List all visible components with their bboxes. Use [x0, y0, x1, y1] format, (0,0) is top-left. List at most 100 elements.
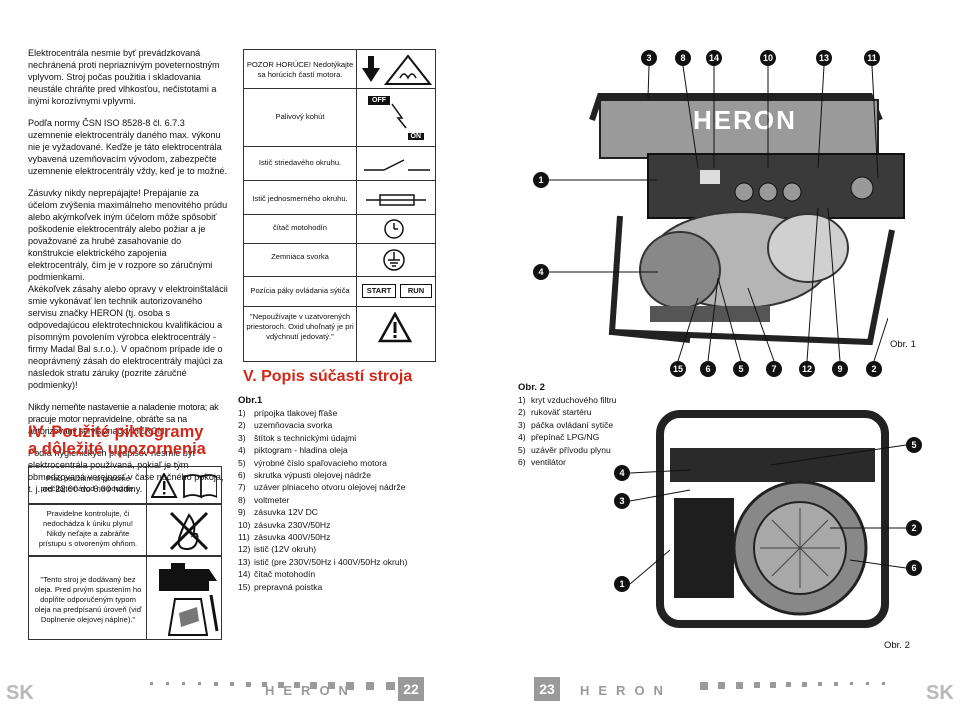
list-item: 12)istič (12V okruh) — [238, 543, 407, 555]
list-item-text: istič (pre 230V/50Hz i 400V/50Hz okruh) — [254, 556, 408, 567]
list-item: 3)páčka ovládaní sytiče — [518, 419, 617, 431]
list-item-number: 7) — [238, 482, 246, 493]
obr1-heading: Obr.1 — [238, 395, 263, 406]
list-item-number: 3) — [518, 419, 526, 430]
list-item-number: 11) — [238, 532, 250, 543]
list-item-text: uzáver plniaceho otvoru olejovej nádrže — [254, 482, 406, 493]
marker-2: 2 — [906, 520, 922, 536]
pictogram-gas-leak: Pravidelne kontrolujte, či nedochádza k … — [28, 504, 222, 556]
list-item-text: voltmeter — [254, 494, 290, 505]
list-item-number: 9) — [238, 507, 246, 518]
section-iv-heading: IV. Použité piktogramy a dôležité upozor… — [28, 423, 206, 458]
paragraph-weather: Elektrocentrála nesmie byť prevádzkovaná… — [28, 48, 220, 106]
fig2-leader-lines — [630, 444, 907, 585]
list-item: 4) piktogram - hladina oleja — [238, 444, 407, 456]
list-item: 4)přepínač LPG/NG — [518, 431, 617, 443]
footer-brand-right: HERON — [580, 683, 672, 698]
list-item-text: piktogram - hladina oleja — [254, 445, 348, 456]
list-item: 15)prepravná poistka — [238, 581, 407, 593]
fig2-caption: Obr. 2 — [884, 640, 910, 651]
marker-12: 12 — [799, 361, 815, 377]
marker-11: 11 — [864, 50, 880, 66]
paragraph-service: Akékoľvek zásahy alebo opravy v elektroi… — [28, 284, 228, 390]
list-item-number: 12) — [238, 544, 251, 555]
paragraph-grounding: Podľa normy ČSN ISO 8528-8 čl. 6.7.3 uze… — [28, 118, 228, 176]
marker-4: 4 — [614, 465, 630, 481]
list-item: 6) ventilátor — [518, 456, 617, 468]
list-item-text: skrutka výpusti olejovej nádrže — [254, 470, 372, 481]
list-item-text: istič (12V okruh) — [254, 544, 317, 555]
marker-3: 3 — [614, 493, 630, 509]
list-item-number: 6) — [518, 457, 526, 468]
list-item: 1)kryt vzduchového filtru — [518, 394, 617, 406]
list-item: 5)výrobné číslo spaľovacieho motora — [238, 457, 407, 469]
pictogram-no-oil: "Tento stroj je dodávaný bez oleja. Pred… — [28, 556, 222, 640]
lang-code-left: SK — [6, 682, 34, 704]
list-item-number: 1) — [238, 408, 246, 418]
warning-book-icon — [151, 473, 217, 499]
list-item-number: 5) — [518, 444, 526, 455]
list-item: 10)zásuvka 230V/50Hz — [238, 519, 407, 531]
section-v-heading: V. Popis súčastí stroja — [243, 368, 413, 385]
pictogram-table: POZOR HORÚCE! Nedotýkajte sa horúcich ča… — [243, 49, 436, 362]
paragraph-noise: Podľa hygienických predpisov nesmie byť … — [28, 448, 224, 494]
marker-13: 13 — [816, 50, 832, 66]
list-item-text: ventilátor — [531, 457, 566, 468]
oil-can-icon — [159, 563, 219, 636]
list-item-text: čítač motohodín — [254, 569, 316, 580]
marker-3: 3 — [641, 50, 657, 66]
list-item: 1) prípojka tlakovej fľaše — [238, 407, 407, 419]
dc-breaker-icon — [366, 194, 426, 206]
marker-4: 4 — [533, 264, 549, 280]
page-number-right: 23 — [534, 677, 560, 701]
list-item-number: 4) — [238, 445, 246, 456]
list-item-number: 2) — [518, 407, 526, 418]
marker-8: 8 — [675, 50, 691, 66]
list-item-text: rukoväť startéru — [531, 407, 592, 418]
list-item: 3)štítok s technickými údajmi — [238, 432, 407, 444]
marker-2: 2 — [866, 361, 882, 377]
lang-code-right: SK — [926, 682, 954, 704]
marker-14: 14 — [706, 50, 722, 66]
list-item-number: 6) — [238, 470, 246, 481]
generator-front-illustration — [589, 93, 905, 346]
ac-breaker-icon — [364, 159, 430, 171]
marker-9: 9 — [832, 361, 848, 377]
list-item-text: zásuvka 230V/50Hz — [254, 519, 331, 530]
paragraph-engine: Nikdy nemeňte nastavenie a naladenie mot… — [28, 402, 219, 436]
marker-6: 6 — [700, 361, 716, 377]
list-item-text: přepínač LPG/NG — [531, 432, 600, 443]
list-item-text: zásuvka 12V DC — [254, 507, 319, 518]
list-item: 11)zásuvka 400V/50Hz — [238, 531, 407, 543]
list-item: 5) uzávěr přívodu plynu — [518, 444, 617, 456]
list-item-text: výrobné číslo spaľovacieho motora — [254, 457, 387, 468]
list-item-text: prepravná poistka — [254, 581, 323, 592]
list-item: 2)uzemňovacia svorka — [238, 419, 407, 431]
marker-15: 15 — [670, 361, 686, 377]
marker-10: 10 — [760, 50, 776, 66]
marker-1: 1 — [533, 172, 549, 188]
marker-1: 1 — [614, 576, 630, 592]
list-item: 2) rukoväť startéru — [518, 406, 617, 418]
marker-7: 7 — [766, 361, 782, 377]
footer-brand-left: HERON — [265, 683, 357, 698]
list-item-text: uzávěr přívodu plynu — [531, 444, 611, 455]
list-item: 13)istič (pre 230V/50Hz i 400V/50Hz okru… — [238, 556, 407, 568]
list-item-number: 1) — [518, 395, 526, 405]
page-number-left: 22 — [398, 677, 424, 701]
list-item-number: 13) — [238, 556, 251, 567]
list-item-number: 10) — [238, 519, 251, 530]
footer-dots-right — [700, 682, 885, 690]
list-item-text: prípojka tlakovej fľaše — [254, 408, 338, 418]
brand-logo: HERON — [693, 105, 797, 135]
ground-terminal-icon — [383, 249, 405, 271]
generator-side-illustration — [656, 410, 889, 628]
list-item-number: 8) — [238, 494, 246, 505]
no-fire-icon — [169, 511, 209, 551]
list-item-text: uzemňovacia svorka — [254, 420, 333, 431]
fig1-caption: Obr. 1 — [890, 339, 916, 350]
warning-icon — [378, 312, 412, 343]
list-item-number: 14) — [238, 569, 251, 580]
